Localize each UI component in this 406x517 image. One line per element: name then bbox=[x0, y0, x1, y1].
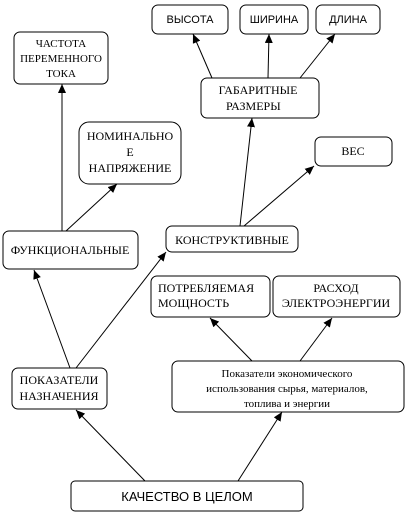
node-economic-indicators-line-3: топлива и энергии bbox=[244, 398, 330, 410]
arrow-dimensions-to-width bbox=[264, 33, 273, 79]
node-economic-indicators-line-2: использования сырья, материалов, bbox=[206, 383, 368, 395]
arrow-dimensions-to-length bbox=[299, 33, 336, 79]
node-power-consumption-line-2: МОЩНОСТЬ bbox=[158, 296, 229, 310]
arrow-quality-to-purpose bbox=[75, 409, 146, 482]
node-quality-overall: КАЧЕСТВО В ЦЕЛОМ bbox=[70, 480, 304, 512]
node-power-consumption: ПОТРЕБЛЯЕМАЯ МОЩНОСТЬ bbox=[150, 275, 271, 318]
node-dimensions-line-1: ГАБАРИТНЫЕ bbox=[219, 83, 298, 97]
node-length-label: ДЛИНА bbox=[329, 14, 368, 26]
node-ac-frequency-line-1: ЧАСТОТА bbox=[36, 38, 87, 50]
node-constructive-label: КОНСТРУКТИВНЫЕ bbox=[175, 233, 289, 247]
node-purpose-indicators-line-1: ПОКАЗАТЕЛИ bbox=[20, 373, 99, 387]
node-economic-indicators-line-1: Показатели экономического bbox=[222, 368, 353, 380]
arrow-functional-to-voltage bbox=[65, 183, 118, 232]
node-ac-frequency-line-2: ПЕРЕМЕННОГО bbox=[20, 53, 102, 65]
node-height: ВЫСОТА bbox=[151, 4, 229, 35]
arrow-purpose-to-functional bbox=[33, 269, 71, 369]
arrow-quality-to-economic bbox=[237, 411, 283, 482]
node-weight: ВЕС bbox=[314, 136, 393, 167]
node-functional: ФУНКЦИОНАЛЬНЫЕ bbox=[2, 230, 139, 270]
node-power-consumption-line-1: ПОТРЕБЛЯЕМАЯ bbox=[158, 281, 254, 295]
node-electricity-consumption: РАСХОД ЭЛЕКТРОЭНЕРГИИ bbox=[272, 275, 401, 318]
node-dimensions: ГАБАРИТНЫЕ РАЗМЕРЫ bbox=[200, 77, 320, 119]
node-rated-voltage-line-2: Е bbox=[126, 145, 133, 159]
arrow-constructive-to-dimensions bbox=[239, 117, 255, 227]
node-rated-voltage-line-1: НОМИНАЛЬНО bbox=[87, 129, 174, 143]
node-ac-frequency-line-3: ТОКА bbox=[46, 68, 76, 80]
node-weight-label: ВЕС bbox=[341, 144, 364, 158]
node-constructive: КОНСТРУКТИВНЫЕ bbox=[165, 225, 299, 253]
node-dimensions-line-2: РАЗМЕРЫ bbox=[226, 99, 281, 113]
node-purpose-indicators-line-2: НАЗНАЧЕНИЯ bbox=[19, 389, 98, 403]
arrow-dimensions-to-height bbox=[192, 33, 213, 79]
node-height-label: ВЫСОТА bbox=[166, 14, 214, 26]
arrow-purpose-to-constructive bbox=[75, 251, 167, 369]
arrow-economic-to-power bbox=[209, 317, 253, 362]
node-ac-frequency: ЧАСТОТА ПЕРЕМЕННОГО ТОКА bbox=[13, 31, 109, 85]
node-width: ШИРИНА bbox=[239, 4, 309, 35]
node-rated-voltage-line-3: НАПРЯЖЕНИЕ bbox=[89, 161, 172, 175]
arrow-constructive-to-weight bbox=[243, 165, 315, 227]
node-purpose-indicators: ПОКАЗАТЕЛИ НАЗНАЧЕНИЯ bbox=[11, 367, 108, 410]
node-rated-voltage: НОМИНАЛЬНО Е НАПРЯЖЕНИЕ bbox=[78, 121, 182, 185]
node-functional-label: ФУНКЦИОНАЛЬНЫЕ bbox=[11, 243, 130, 257]
arrow-economic-to-electricity bbox=[299, 317, 333, 362]
node-electricity-consumption-line-1: РАСХОД bbox=[313, 281, 358, 295]
node-quality-overall-label: КАЧЕСТВО В ЦЕЛОМ bbox=[121, 489, 252, 504]
node-width-label: ШИРИНА bbox=[250, 14, 299, 26]
node-length: ДЛИНА bbox=[315, 4, 381, 35]
node-economic-indicators: Показатели экономического использования … bbox=[171, 360, 405, 413]
node-electricity-consumption-line-2: ЭЛЕКТРОЭНЕРГИИ bbox=[282, 296, 391, 310]
